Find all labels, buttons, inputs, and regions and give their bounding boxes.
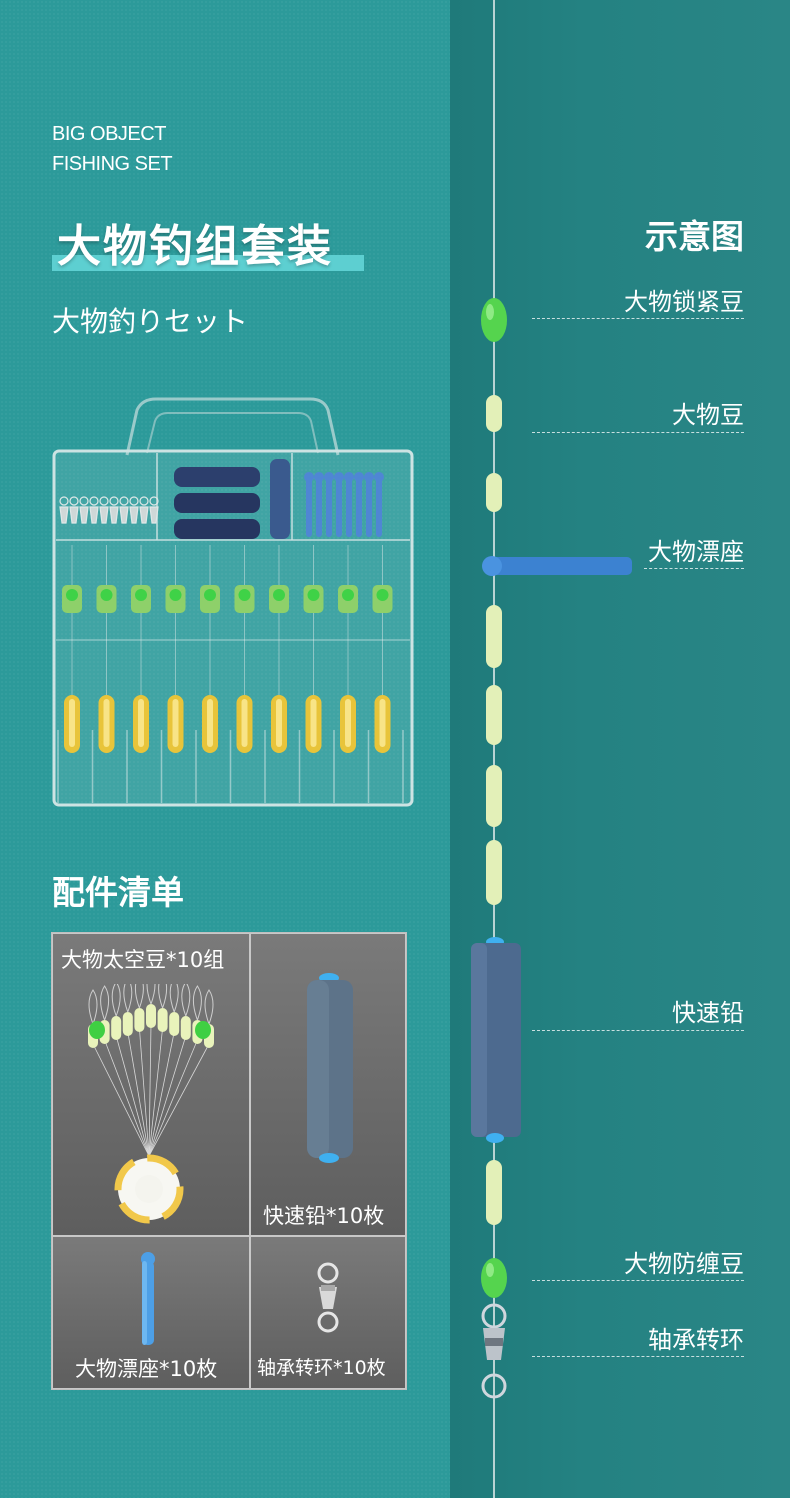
swivel-group [59, 496, 159, 524]
accessory-label: 大物太空豆*10组 [61, 948, 225, 972]
quick-sinker-image [307, 973, 353, 1163]
diagram-label-lock-bead: 大物锁紧豆 [624, 288, 744, 316]
lock-bead [481, 298, 507, 342]
diagram-title: 示意图 [645, 217, 744, 256]
diagram-label-big-bead: 大物豆 [672, 401, 744, 429]
dashed-divider [532, 1030, 744, 1031]
accessory-space-beads: 大物太空豆*10组 [52, 933, 250, 1236]
dashed-divider [532, 318, 744, 319]
rig-diagram [471, 0, 632, 1498]
glow-bead [486, 685, 502, 745]
accessory-label: 轴承转环*10枚 [257, 1357, 386, 1379]
glow-bead [486, 765, 502, 827]
glow-bead [486, 1160, 502, 1225]
dashed-divider [532, 432, 744, 433]
accessory-label: 快速铅*10枚 [263, 1204, 385, 1228]
diagram-label-float-seat: 大物漂座 [648, 538, 744, 566]
accessory-grid: 大物太空豆*10组 快速铅*10枚 大物漂座*10枚 [51, 932, 407, 1390]
diagram-label-swivel: 轴承转环 [648, 1326, 744, 1354]
dashed-divider [644, 568, 744, 569]
float-seat [486, 557, 632, 575]
product-box-image [52, 397, 414, 807]
space-bead-set-image [88, 984, 214, 1224]
dashed-divider [532, 1356, 744, 1357]
accessory-swivel: 轴承转环*10枚 [250, 1236, 406, 1389]
left-panel: BIG OBJECT FISHING SET 大物钓组套装 大物釣りセット 配件… [0, 0, 450, 1498]
accessory-float-seat: 大物漂座*10枚 [52, 1236, 250, 1389]
glow-bead [486, 473, 502, 512]
glow-bead [486, 395, 502, 432]
diagram-panel: 示意图 大物锁紧豆 大物豆 大物漂座 快速铅 大物防缠豆 轴承转环 [450, 0, 790, 1498]
dashed-divider [532, 1280, 744, 1281]
accessory-list-title: 配件清单 [52, 873, 184, 912]
swivel-image [317, 1262, 339, 1333]
japanese-subtitle: 大物釣りセット [52, 305, 249, 338]
title-highlight-bar [52, 255, 364, 271]
diagram-label-anti-tangle-bead: 大物防缠豆 [624, 1250, 744, 1278]
float-seat-image [141, 1252, 155, 1345]
swivel [481, 1303, 507, 1329]
english-title-line1: BIG OBJECT [52, 123, 166, 145]
glow-bead [486, 840, 502, 905]
diagram-label-quick-sinker: 快速铅 [672, 999, 744, 1027]
accessory-label: 大物漂座*10枚 [75, 1357, 218, 1381]
english-title-line2: FISHING SET [52, 153, 173, 175]
accessory-quick-sinker: 快速铅*10枚 [250, 933, 406, 1236]
glow-bead [486, 605, 502, 668]
anti-tangle-bead [481, 1258, 507, 1298]
product-title: 大物钓组套装 [57, 221, 333, 272]
